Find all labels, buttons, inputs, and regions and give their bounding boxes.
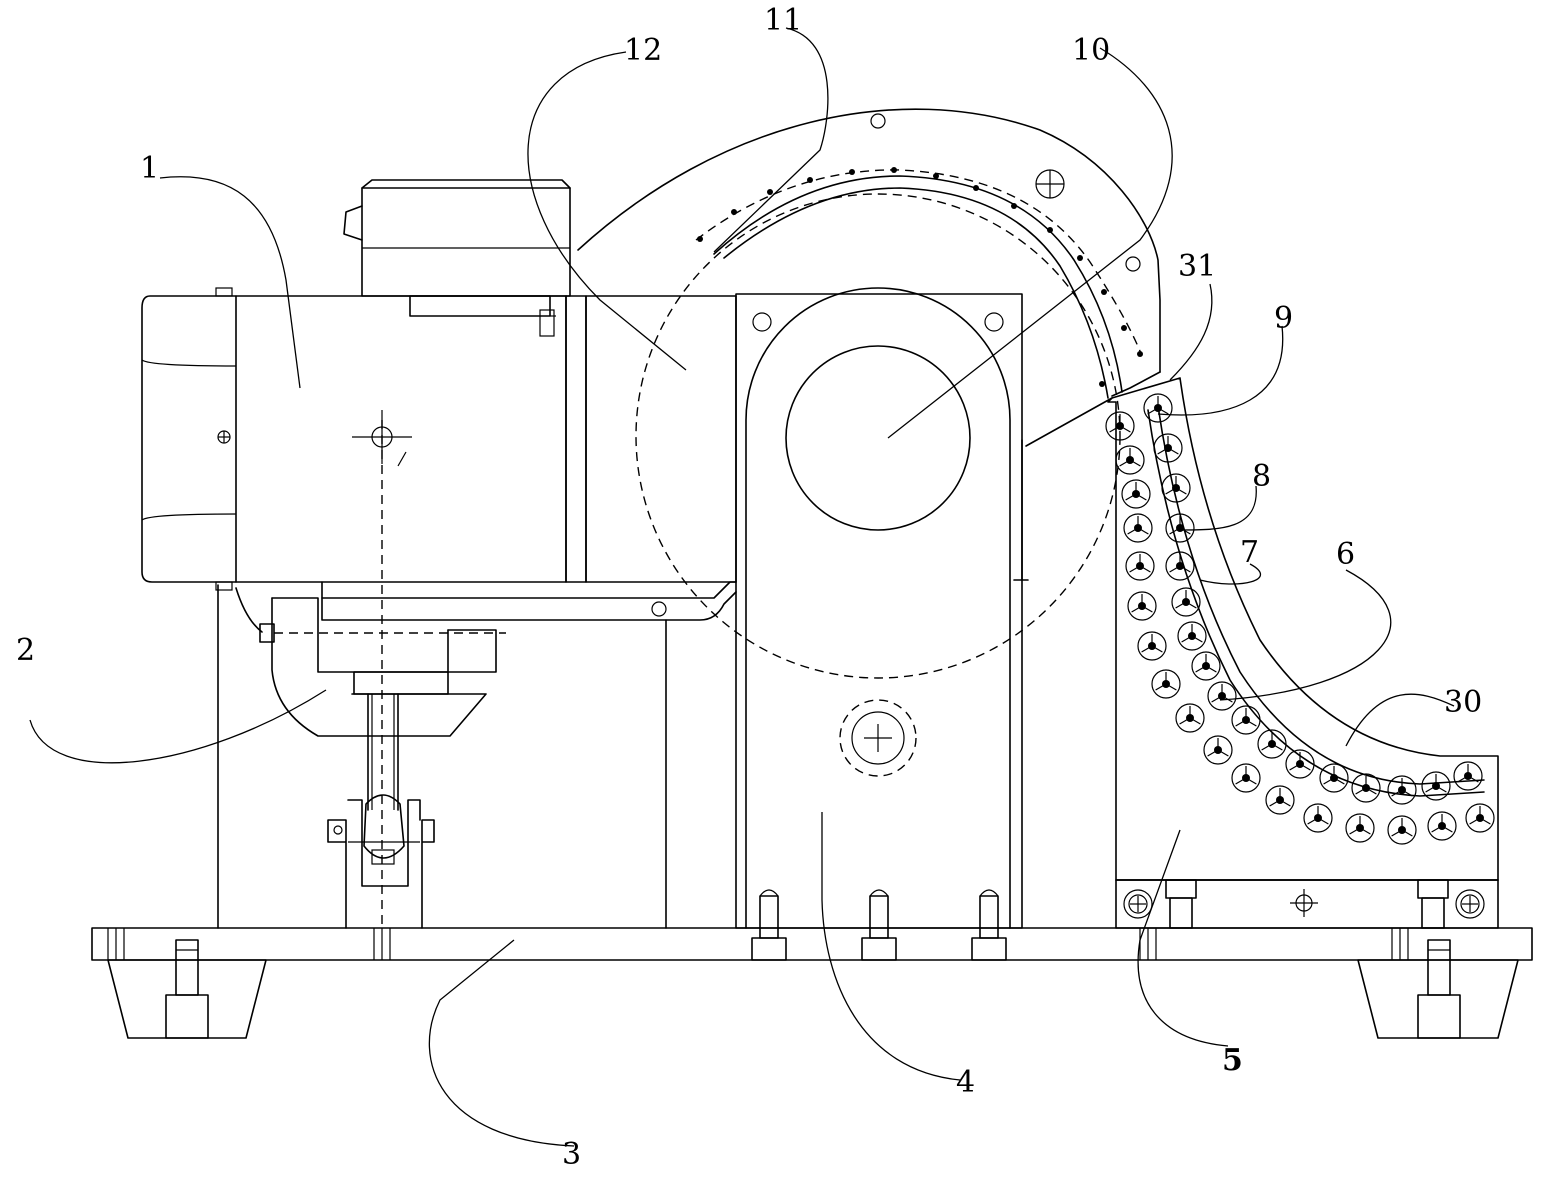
- base-plate: [92, 928, 1532, 960]
- label-10: 10: [1072, 33, 1110, 68]
- right-foot: [1358, 940, 1518, 1038]
- main-support-plate: [736, 288, 1028, 960]
- label-7: 7: [1240, 535, 1259, 570]
- bracket-clamp: [236, 582, 736, 928]
- label-30: 30: [1444, 685, 1482, 720]
- label-11: 11: [764, 3, 802, 38]
- label-8: 8: [1252, 459, 1271, 494]
- chain-rollers: [1106, 394, 1494, 844]
- left-foot: [108, 940, 266, 1038]
- chain-guide-bracket: [1108, 378, 1498, 928]
- motor: [142, 180, 736, 590]
- label-2: 2: [16, 633, 35, 668]
- label-6: 6: [1336, 537, 1355, 572]
- label-31: 31: [1178, 249, 1216, 284]
- label-12: 12: [624, 33, 662, 68]
- disc-wheel: [578, 109, 1160, 446]
- leader-lines: [30, 28, 1454, 1146]
- label-1: 1: [140, 151, 159, 186]
- label-5: 5: [1222, 1043, 1243, 1078]
- label-9: 9: [1274, 301, 1293, 336]
- label-4: 4: [956, 1065, 975, 1100]
- pitch-circle: [636, 194, 1120, 678]
- label-3: 3: [562, 1137, 581, 1172]
- support-frame: [218, 585, 666, 928]
